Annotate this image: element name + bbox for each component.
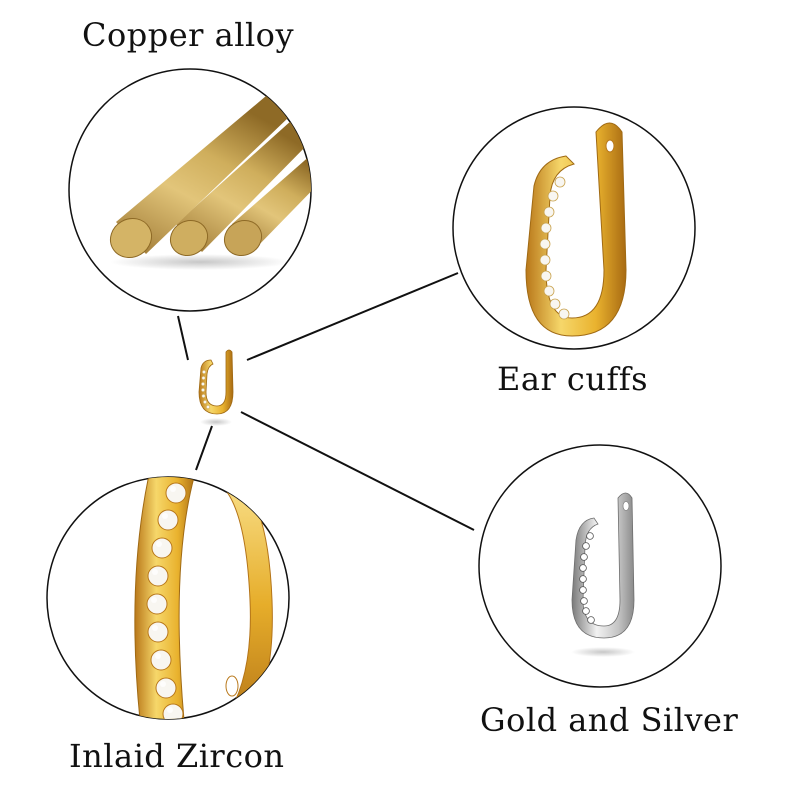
inlaid-zircon-label: Inlaid Zircon [69,737,285,775]
ear-cuffs-circle [452,106,696,350]
copper-alloy-circle [68,68,312,312]
connector-zircon [195,425,213,471]
connector-cuffs [246,272,459,361]
inlaid-zircon-circle [46,476,290,720]
gold-and-silver-label: Gold and Silver [480,701,739,739]
copper-rods-image [109,96,311,270]
zircon-closeup-image [134,477,273,719]
connector-copper [177,315,189,361]
ear-cuff-gold-image [525,122,627,337]
ear-cuffs-label: Ear cuffs [497,360,649,398]
copper-alloy-label: Copper alloy [82,16,295,54]
connector-lines [177,272,475,531]
connector-silver [240,411,475,531]
center-ear-cuff-image [198,349,234,426]
ear-cuff-silver-image [571,492,635,657]
gold-and-silver-circle [478,444,722,688]
